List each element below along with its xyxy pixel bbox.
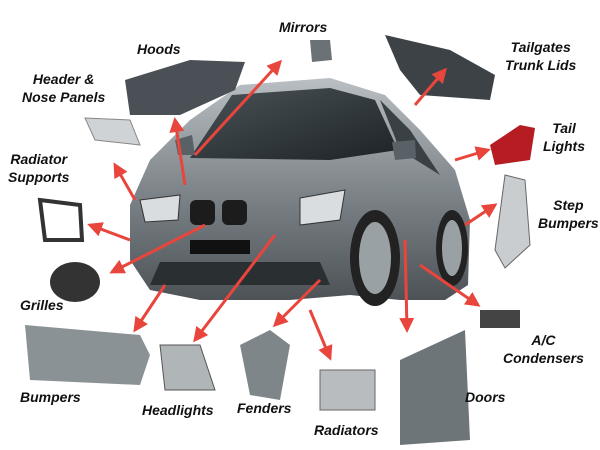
label-line: Radiator	[10, 151, 68, 167]
arrow-hoods	[169, 117, 187, 186]
grille-part	[50, 262, 100, 302]
arrows	[87, 59, 498, 361]
label-line: Header &	[32, 71, 95, 87]
label-line: Trunk Lids	[505, 57, 577, 73]
label-ac-condensers: A/C Condensers	[503, 331, 584, 367]
arrow-tailgates	[413, 67, 447, 106]
tailgate-part	[385, 35, 495, 100]
label-line: Bumpers	[538, 215, 599, 231]
arrow-grilles	[109, 223, 206, 274]
tail-light-part	[490, 125, 535, 165]
label-line: Step	[553, 197, 584, 213]
arrow-tail-lights	[454, 146, 491, 162]
arrow-condensers	[419, 263, 481, 307]
radiator-part	[319, 369, 376, 411]
arrow-mirrors	[193, 59, 283, 157]
arrow-bumpers	[133, 284, 167, 333]
label-radiators: Radiators	[314, 422, 379, 438]
arrow-radiators	[308, 309, 333, 361]
bumper-part	[25, 325, 150, 385]
radiator-support-part	[37, 197, 85, 242]
door-part	[400, 330, 470, 445]
label-fenders: Fenders	[237, 400, 292, 416]
arrow-header-panels	[113, 162, 137, 201]
label-mirrors: Mirrors	[279, 19, 328, 35]
label-grilles: Grilles	[20, 297, 64, 313]
label-headlights: Headlights	[142, 402, 214, 418]
fender-part	[240, 330, 290, 400]
arrow-doors	[399, 239, 415, 333]
arrow-radiator-supports	[87, 222, 131, 242]
arrow-headlights	[193, 234, 277, 343]
label-bumpers: Bumpers	[20, 389, 81, 405]
label-line: Tail	[552, 120, 576, 136]
mirror-part	[310, 40, 332, 62]
header-panel-part	[84, 117, 141, 146]
ac-condenser-part	[480, 310, 520, 328]
label-line: Nose Panels	[22, 89, 106, 105]
label-line: Tailgates	[510, 39, 571, 55]
arrow-step-bumpers	[464, 203, 498, 227]
label-doors: Doors	[465, 389, 506, 405]
label-line: Condensers	[503, 350, 584, 366]
label-header-nose-panels: Header & Nose Panels	[22, 70, 105, 106]
label-line: Supports	[8, 169, 70, 185]
label-line: A/C	[531, 332, 556, 348]
hood-part	[125, 60, 245, 115]
label-hoods: Hoods	[137, 41, 181, 57]
step-bumper-part	[494, 174, 531, 269]
arrow-fenders	[272, 278, 322, 328]
parts	[25, 35, 535, 445]
label-line: Lights	[543, 138, 585, 154]
headlight-part	[159, 344, 216, 391]
